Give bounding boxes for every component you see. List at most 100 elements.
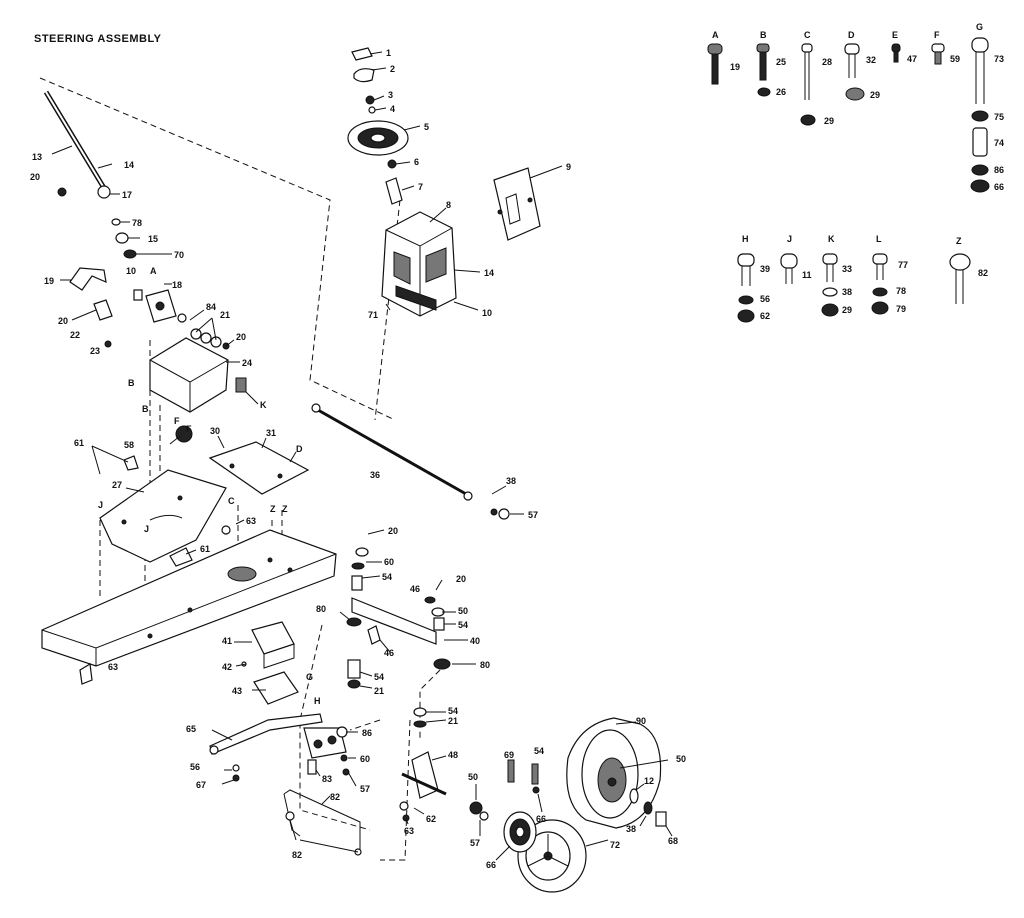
key-part: 82: [978, 268, 988, 278]
part-46: [367, 625, 381, 645]
callout-54b: 54: [374, 672, 384, 682]
callout-27: 27: [112, 480, 122, 490]
callout-18: 18: [172, 280, 182, 290]
callout-67: 67: [196, 780, 206, 790]
lever-part-19: [69, 267, 107, 291]
part-K: [235, 377, 247, 393]
callout-86: 86: [362, 728, 372, 738]
callout-46b: 46: [410, 584, 420, 594]
callout-57b: 57: [360, 784, 370, 794]
key-letter: F: [934, 30, 940, 40]
callout-69: 69: [504, 750, 514, 760]
diagram-title: STEERING ASSEMBLY: [34, 33, 162, 45]
callout-54c: 54: [458, 620, 468, 630]
callout-8: 8: [446, 200, 451, 210]
key-part: 32: [866, 55, 876, 65]
key-stack: 79: [896, 304, 906, 314]
label-D: D: [296, 444, 303, 454]
part-54: [351, 575, 363, 591]
key-washer: 29: [824, 116, 834, 126]
bracket-part-41: [251, 621, 295, 655]
callout-80b: 80: [480, 660, 490, 670]
label-F2: F: [186, 424, 192, 434]
part-63: [221, 525, 231, 535]
callout-22: 22: [70, 330, 80, 340]
part-63b: [79, 663, 93, 685]
steering-wheel-group: [347, 47, 541, 317]
bracket-part-43: [253, 671, 299, 705]
label-H: H: [314, 696, 321, 706]
steering-shaft-group: [43, 90, 137, 291]
key-letter: G: [976, 22, 983, 32]
callout-21c: 21: [448, 716, 458, 726]
hardware-D: D 32 29: [844, 30, 880, 101]
part-68: [655, 811, 667, 827]
key-letter: K: [828, 234, 835, 244]
callout-41: 41: [222, 636, 232, 646]
key-letter: D: [848, 30, 855, 40]
part-15: [115, 232, 129, 244]
label-A: A: [150, 266, 157, 276]
callout-66a: 66: [486, 860, 496, 870]
callout-57a: 57: [528, 510, 538, 520]
callout-20e: 20: [456, 574, 466, 584]
bracket-part-24: [149, 337, 229, 413]
hardware-G: G 73 75 74 86 66: [970, 22, 1004, 193]
callout-20b: 20: [58, 316, 68, 326]
hardware-B: B 25 26: [756, 30, 786, 97]
label-J1: J: [98, 500, 103, 510]
callout-19: 19: [44, 276, 54, 286]
plates-group: [99, 441, 310, 567]
callout-9: 9: [566, 162, 571, 172]
hardware-C: C 28 29: [800, 30, 834, 126]
bracket-part-9: [493, 167, 541, 241]
key-part: 47: [907, 54, 917, 64]
callout-60a: 60: [384, 557, 394, 567]
key-stack: 62: [760, 311, 770, 321]
part-61b: [123, 455, 139, 471]
callout-66b: 66: [536, 814, 546, 824]
callout-60b: 60: [360, 754, 370, 764]
label-F1: F: [174, 416, 180, 426]
key-stack: 56: [760, 294, 770, 304]
part-21: [347, 659, 361, 679]
bushing-part-7: [385, 177, 403, 205]
key-part: 73: [994, 54, 1004, 64]
callout-labels: 1 2 3 4 5 6 7 8 9 14 10 71 13 14 20 17 7…: [30, 48, 686, 870]
part-57: [469, 801, 483, 815]
callout-13: 13: [32, 152, 42, 162]
callout-14b: 14: [484, 268, 494, 278]
part-58: [175, 425, 193, 443]
callout-50b: 50: [468, 772, 478, 782]
key-part: 77: [898, 260, 908, 270]
key-part: 11: [802, 270, 812, 280]
tie-rod-part-40: [351, 597, 437, 645]
tie-rod-group: [346, 547, 451, 799]
key-letter: B: [760, 30, 767, 40]
callout-2: 2: [390, 64, 395, 74]
callout-7: 7: [418, 182, 423, 192]
wheels-group: [399, 717, 667, 893]
insert-part-2: [353, 68, 375, 83]
callout-61a: 61: [74, 438, 84, 448]
part-20: [57, 187, 67, 197]
callout-83: 83: [322, 774, 332, 784]
part-84b: [531, 763, 539, 785]
hardware-J: J 11: [780, 234, 812, 284]
callout-48: 48: [448, 750, 458, 760]
callout-84: 84: [206, 302, 216, 312]
callout-38a: 38: [506, 476, 516, 486]
key-letter: H: [742, 234, 749, 244]
drag-link-group: [311, 403, 510, 520]
callout-43: 43: [232, 686, 242, 696]
part-10: [133, 289, 143, 301]
callout-3: 3: [388, 90, 393, 100]
part-22: [93, 299, 113, 321]
callout-54a: 54: [382, 572, 392, 582]
callout-38b: 38: [626, 824, 636, 834]
callout-54d: 54: [448, 706, 458, 716]
key-part: 19: [730, 62, 740, 72]
part-23: [104, 340, 112, 348]
hardware-E: E 47: [891, 30, 917, 64]
